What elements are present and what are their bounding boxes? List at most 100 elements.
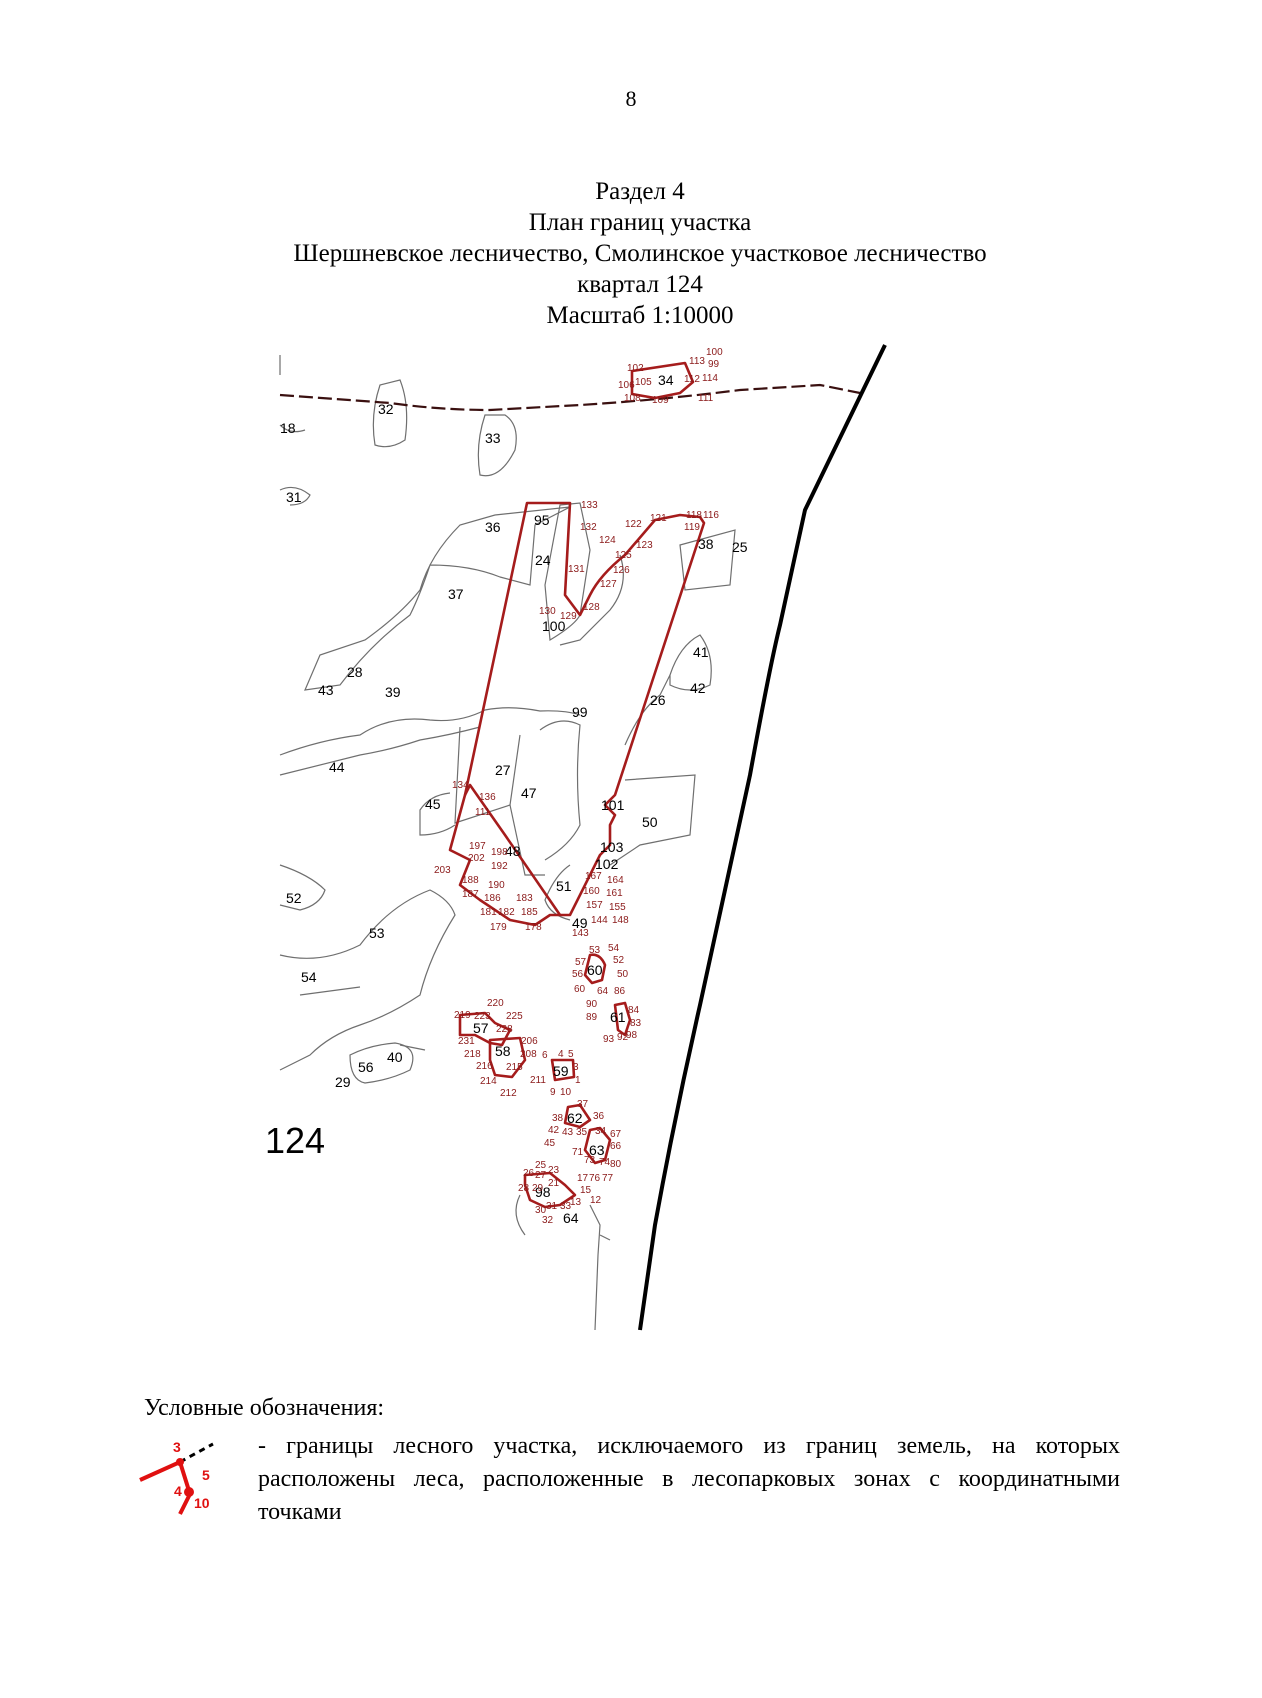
parcel-label: 34 [658,372,674,388]
point-label: 214 [480,1076,497,1087]
parcel-label: 44 [329,759,345,775]
point-label: 188 [462,875,479,886]
point-label: 74 [599,1157,611,1168]
point-label: 161 [606,888,623,899]
boundary-map: 32 33 34 18 31 36 95 24 37 100 38 25 28 … [265,344,1000,1331]
parcel-label: 62 [567,1110,583,1126]
parcel-label: 103 [600,839,624,855]
road-line [279,383,861,412]
parcel-label: 63 [589,1142,605,1158]
parcel-label: 102 [595,856,619,872]
parcel-label: 61 [610,1009,626,1025]
point-label: 178 [525,922,542,933]
point-label: 125 [615,550,632,561]
point-label: 181 [480,907,497,918]
point-label: 28 [518,1183,530,1194]
point-label: 56 [572,969,584,980]
point-label: 218 [464,1049,481,1060]
quarter-number-label: 124 [265,1120,325,1161]
point-label: 89 [586,1012,598,1023]
point-label: 27 [535,1170,547,1181]
parcel-contours [279,355,736,1331]
point-label: 50 [617,969,629,980]
point-label: 116 [703,510,719,521]
parcel-label: 38 [698,536,714,552]
point-label: 203 [434,865,451,876]
point-label: 130 [539,606,556,617]
parcel-label: 60 [587,962,603,978]
parcel-label: 24 [535,552,551,568]
point-label: 202 [468,853,485,864]
point-label: 13 [570,1197,582,1208]
point-label: 42 [548,1125,560,1136]
point-label: 109 [652,395,669,406]
point-label: 129 [560,611,577,622]
parcel-label: 37 [448,586,464,602]
point-label: 126 [613,565,630,576]
parcel-label: 26 [650,692,666,708]
point-label: 99 [708,359,720,370]
point-label: 98 [626,1030,638,1041]
title-block: Раздел 4 План границ участка Шершневское… [200,176,1080,331]
parcel-label: 98 [535,1184,551,1200]
point-label: 57 [575,957,587,968]
coordinate-point-labels: 100 99 114 111 102 105 106 108 109 112 1… [434,347,723,1226]
parcel-label: 51 [556,878,572,894]
point-label: 43 [562,1127,574,1138]
point-label: 198 [491,847,508,858]
parcel-label: 64 [563,1210,579,1226]
point-label: 80 [610,1159,622,1170]
point-label: 12 [590,1195,602,1206]
parcel-label: 52 [286,890,302,906]
point-label: 131 [568,564,585,575]
section-title: Раздел 4 [595,178,685,205]
parcel-label: 48 [505,843,521,859]
point-label: 136 [479,792,496,803]
point-label: 52 [613,955,625,966]
point-label: 35 [576,1127,588,1138]
point-label: 106 [618,380,635,391]
point-label: 9 [550,1087,556,1098]
point-label: 220 [487,998,504,1009]
parcel-label: 47 [521,785,537,801]
point-label: 36 [593,1111,605,1122]
point-label: 3 [573,1062,579,1073]
point-label: 108 [624,393,641,404]
point-label: 185 [521,907,538,918]
point-label: 45 [544,1138,556,1149]
point-label: 29 [532,1183,544,1194]
point-label: 10 [560,1087,572,1098]
point-label: 133 [581,500,598,511]
point-label: 148 [612,915,629,926]
parcel-label: 99 [572,704,588,720]
point-label: 144 [591,915,608,926]
point-label: 192 [491,861,508,872]
point-label: 105 [635,377,652,388]
legend-point-label: 5 [202,1467,210,1483]
point-label: 143 [572,928,589,939]
point-label: 186 [484,893,501,904]
point-label: 132 [580,522,597,533]
point-label: 134 [452,780,469,791]
point-label: 118 [686,510,702,521]
legend-description: - границы лесного участка, исключаемого … [258,1433,1120,1525]
point-label: 38 [552,1113,564,1124]
point-label: 122 [625,519,642,530]
point-label: 5 [568,1049,574,1060]
parcel-label: 100 [542,618,566,634]
point-label: 77 [602,1173,614,1184]
point-label: 124 [599,535,616,546]
parcel-label: 41 [693,644,709,660]
point-label: 93 [603,1034,615,1045]
point-label: 215 [506,1062,523,1073]
parcel-label: 39 [385,684,401,700]
point-label: 111 [698,393,714,404]
point-label: 26 [523,1168,535,1179]
point-label: 6 [542,1050,548,1061]
point-label: 84 [628,1005,640,1016]
point-label: 160 [583,886,600,897]
point-label: 23 [548,1165,560,1176]
point-label: 1 [575,1075,581,1086]
point-label: 127 [600,579,617,590]
excluded-parcel-boundaries [448,361,706,1209]
